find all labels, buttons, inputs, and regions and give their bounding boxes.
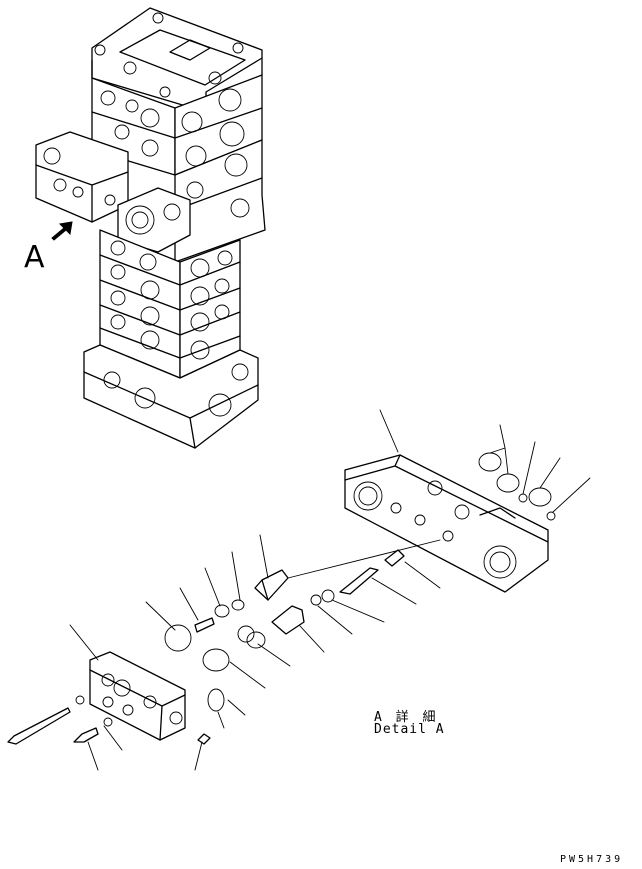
control-valve-assembly <box>35 7 266 449</box>
detail-label-jp: A 詳 細 <box>374 710 439 725</box>
view-arrow-icon <box>51 221 73 241</box>
detail-label-en: Detail A <box>374 722 445 737</box>
drawing-code: PW5H739 <box>560 854 624 865</box>
exploded-parts <box>7 409 591 771</box>
view-marker: A <box>24 240 45 275</box>
